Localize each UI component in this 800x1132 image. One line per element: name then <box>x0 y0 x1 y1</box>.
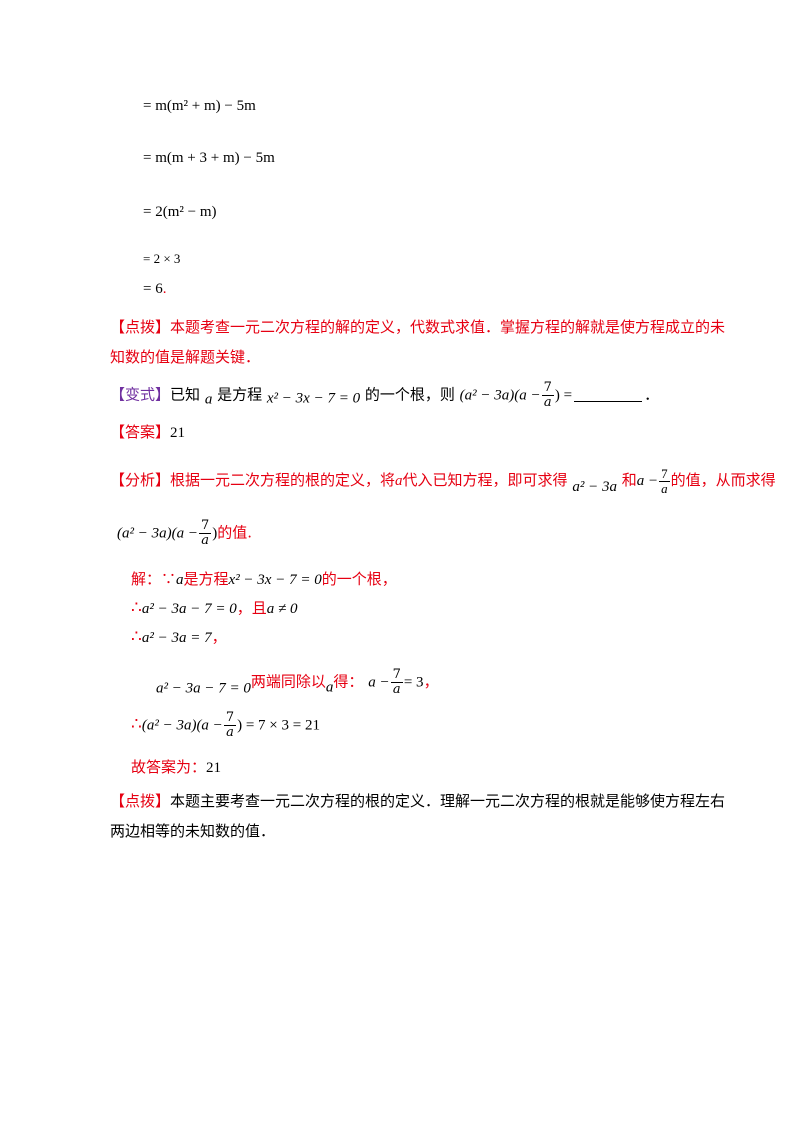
answer-tag: 【答案】 <box>110 423 171 441</box>
step-5: = 6. <box>143 282 166 297</box>
solution-l1-equation: x² − 3x − 7 = 0 <box>228 572 322 588</box>
variant-expr-right: ) = <box>554 387 573 404</box>
tip-2-text: 本题主要考查一元二次方程的根的定义．理解一元二次方程的根就是能够使方程左右两边相… <box>110 792 726 840</box>
variant-var-a: a <box>204 391 213 408</box>
final-answer-label: 故答案为： <box>131 758 207 776</box>
solution-l4-equation: a² − 3a − 7 = 0 <box>156 680 251 697</box>
solution-l5-frac-num: 7 <box>225 710 235 725</box>
analysis-text-1: 根据一元二次方程的根的定义，将 <box>170 470 396 489</box>
solution-l4-frac-den: a <box>390 682 403 697</box>
tip-2-tag: 【点拨】 <box>110 792 171 810</box>
variant-text-2: 是方程 <box>217 385 263 404</box>
solution-l4-mid: 两端同除以 <box>250 672 326 691</box>
step-3: = 2(m² − m) <box>143 204 217 220</box>
step-5-dot: . <box>162 281 167 297</box>
analysis-text-3: 和 <box>621 470 637 489</box>
solution-line-2: ∴a² − 3a − 7 = 0，且a ≠ 0 <box>131 600 297 617</box>
solution-line-1: 解：∵a是方程x² − 3x − 7 = 0的一个根， <box>131 572 397 588</box>
variant-text-1: 已知 <box>170 385 201 404</box>
analysis-text-5: 的值. <box>217 523 253 542</box>
variant-equation: x² − 3x − 7 = 0 <box>266 390 361 407</box>
variant-frac-num: 7 <box>543 380 552 395</box>
solution-l2-condition: a ≠ 0 <box>266 601 298 617</box>
variant-question: 【变式】已知 a 是方程 x² − 3x − 7 = 0 的一个根，则 (a² … <box>110 381 659 410</box>
therefore-symbol-3: ∴ <box>131 714 142 735</box>
therefore-symbol-1: ∴ <box>131 598 142 618</box>
analysis-line-2-expr-right: ) <box>212 525 218 542</box>
solution-l4-var-a: a <box>325 679 334 696</box>
variant-tag: 【变式】 <box>110 385 171 404</box>
answer-line: 【答案】21 <box>110 425 185 441</box>
analysis-var-a: a <box>395 472 403 489</box>
solution-l3-equation: a² − 3a = 7 <box>141 630 212 646</box>
solution-label: 解：∵ <box>131 570 177 588</box>
solution-l5-right: ) = 7 × 3 = 21 <box>237 717 320 734</box>
solution-l4-frac-num: 7 <box>392 667 401 682</box>
solution-l5-left: (a² − 3a)(a − <box>141 717 223 734</box>
answer-blank <box>574 400 643 402</box>
final-answer-value: 21 <box>206 760 222 776</box>
therefore-symbol-2: ∴ <box>131 627 142 647</box>
analysis-text-4: 的值，从而求得 <box>670 470 776 489</box>
analysis-tag: 【分析】 <box>110 470 171 489</box>
solution-l5-frac-den: a <box>223 725 237 740</box>
variant-end: ． <box>644 385 660 404</box>
tip-1: 【点拨】本题考查一元二次方程的解的定义，代数式求值．掌握方程的解就是使方程成立的… <box>110 312 730 372</box>
step-1: = m(m² + m) − 5m <box>143 98 256 114</box>
step-2: = m(m + 3 + m) − 5m <box>143 150 275 166</box>
solution-l2-sep: ，且 <box>236 599 267 617</box>
solution-l4-result-left: a − <box>368 674 390 691</box>
solution-l3-end: ， <box>211 628 227 646</box>
solution-l1-mid: 是方程 <box>183 570 229 588</box>
tip-2: 【点拨】本题主要考查一元二次方程的根的定义．理解一元二次方程的根就是能够使方程左… <box>110 786 730 846</box>
analysis-frac-1-num: 7 <box>661 466 668 481</box>
answer-value: 21 <box>170 425 186 441</box>
tip-1-text: 本题考查一元二次方程的解的定义，代数式求值．掌握方程的解就是使方程成立的未知数的… <box>110 318 726 366</box>
step-4: = 2 × 3 <box>143 251 181 266</box>
analysis-frac-1-den: a <box>659 481 670 496</box>
solution-l4-mid2: 得： <box>333 672 364 691</box>
analysis-text-2: 代入已知方程，即可求得 <box>402 470 568 489</box>
analysis-line-1: 【分析】根据一元二次方程的根的定义，将a代入已知方程，即可求得 a² − 3a … <box>110 467 776 496</box>
analysis-frac-2-num: 7 <box>200 518 210 533</box>
solution-l2-equation: a² − 3a − 7 = 0 <box>141 601 237 617</box>
final-answer-line: 故答案为：21 <box>131 760 221 776</box>
solution-l4-result-right: = 3 <box>403 674 424 691</box>
tip-1-tag: 【点拨】 <box>110 318 171 336</box>
variant-frac-den: a <box>541 395 554 410</box>
solution-line-3: ∴a² − 3a = 7， <box>131 629 227 646</box>
solution-l4-end: ， <box>423 672 439 691</box>
variant-text-3: 的一个根，则 <box>364 385 455 404</box>
solution-l1-end: 的一个根， <box>321 570 397 588</box>
solution-var-a: a <box>176 572 184 588</box>
analysis-expr-1: a² − 3a <box>572 478 617 495</box>
step-5-value: = 6 <box>143 281 163 297</box>
analysis-line-2-expr-left: (a² − 3a)(a − <box>117 525 198 542</box>
variant-expr-left: (a² − 3a)(a − <box>459 387 541 404</box>
analysis-frac-2-den: a <box>198 533 212 548</box>
analysis-expr-2-left: a − <box>636 472 659 489</box>
